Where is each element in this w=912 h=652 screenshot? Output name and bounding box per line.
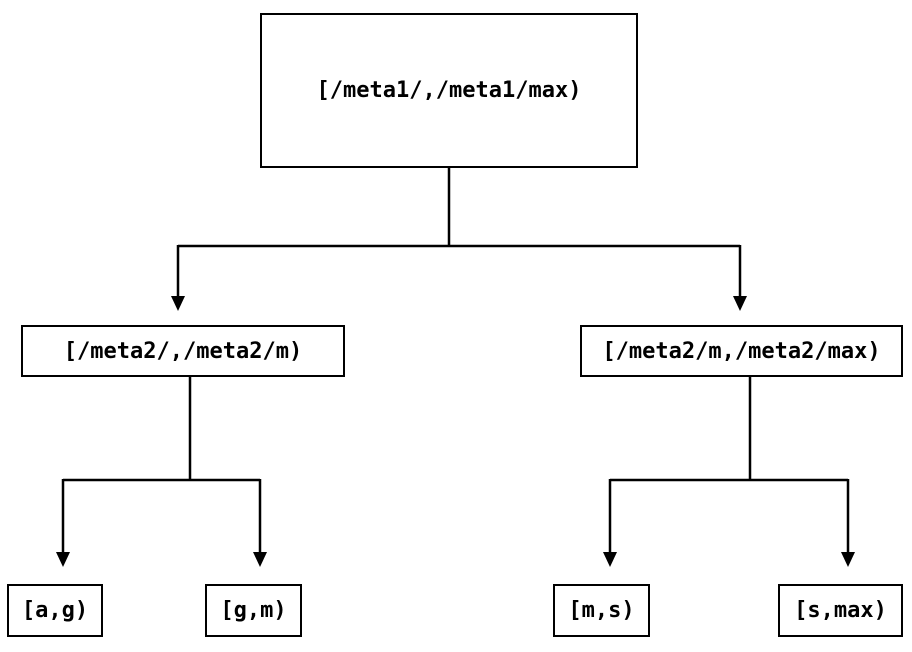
node-left-label: [/meta2/,/meta2/m): [63, 338, 303, 364]
node-right: [/meta2/m,/meta2/max): [580, 325, 903, 377]
node-leaf-ms: [m,s): [553, 584, 650, 637]
node-leaf-ms-label: [m,s): [568, 598, 635, 623]
edge-root-fork-lines: [176, 168, 742, 297]
arrowhead-to-leaf-gm: [253, 552, 267, 567]
arrowhead-to-leaf-smax: [841, 552, 855, 567]
node-root-label: [/meta1/,/meta1/max): [316, 78, 582, 103]
edge-left-fork-lines: [61, 377, 262, 553]
arrowhead-to-leaf-ms: [603, 552, 617, 567]
node-leaf-smax-label: [s,max): [794, 598, 887, 623]
node-leaf-smax: [s,max): [778, 584, 903, 637]
node-left: [/meta2/,/meta2/m): [21, 325, 345, 377]
node-right-label: [/meta2/m,/meta2/max): [602, 338, 881, 364]
edge-root-fork: [171, 168, 747, 311]
node-leaf-gm-label: [g,m): [220, 598, 287, 623]
arrowhead-to-left-node: [171, 296, 185, 311]
node-leaf-gm: [g,m): [205, 584, 302, 637]
arrowhead-to-right-node: [733, 296, 747, 311]
node-root: [/meta1/,/meta1/max): [260, 13, 638, 168]
node-leaf-ag: [a,g): [7, 584, 103, 637]
edge-right-fork: [603, 377, 855, 567]
edge-right-fork-lines: [608, 377, 850, 553]
arrowhead-to-leaf-ag: [56, 552, 70, 567]
edge-left-fork: [56, 377, 267, 567]
node-leaf-ag-label: [a,g): [21, 598, 89, 623]
